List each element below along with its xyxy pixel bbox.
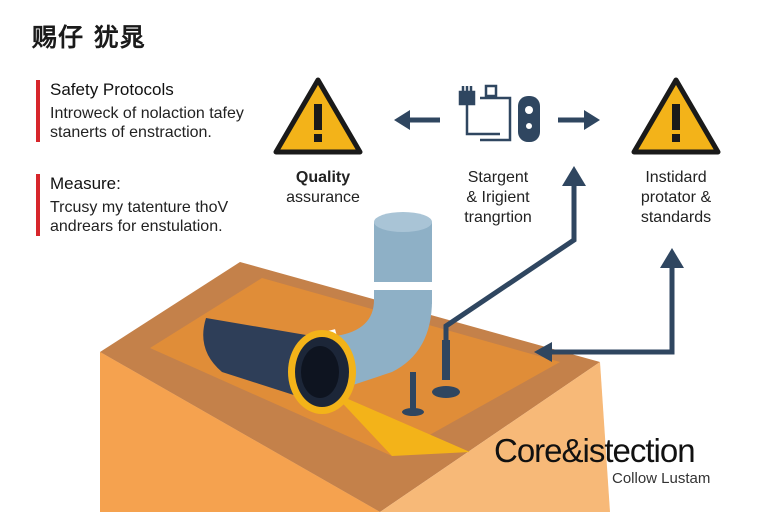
core-subtitle: Collow Lustam xyxy=(612,470,711,487)
foundation-box xyxy=(100,262,610,512)
usb-device-icon xyxy=(518,96,540,142)
node-line: standards xyxy=(640,209,712,226)
flow-arrows xyxy=(404,117,675,355)
node-line: protator & xyxy=(640,189,712,206)
node-line: Instidard xyxy=(645,169,707,186)
node-subtitle: assurance xyxy=(286,189,360,206)
node-line: & Irigient xyxy=(466,189,530,206)
ethernet-plug-icon xyxy=(458,86,500,136)
standards-node-label: Instidard protator & standards xyxy=(624,168,728,228)
section-body: Introweck of nolaction tafey stanerts of… xyxy=(50,105,244,141)
arrow-up-icon xyxy=(562,166,586,186)
node-title: Quality xyxy=(295,169,351,186)
arrow-left-icon xyxy=(534,342,552,362)
warning-triangle-icon xyxy=(631,77,721,155)
center-node-label: Stargent & Irigient trangrtion xyxy=(448,168,548,228)
arrow-up-center xyxy=(443,176,577,340)
warning-triangle-icon xyxy=(273,77,363,155)
section-body: Trcusy my tatenture thoV andrears for en… xyxy=(50,199,229,235)
arrow-left-icon xyxy=(394,110,410,130)
arrow-right-icon xyxy=(584,110,600,130)
page-title: 赐仔 犹晁 xyxy=(32,23,146,52)
core-title: Core&istection xyxy=(494,432,696,469)
section-heading: Measure: xyxy=(50,174,121,193)
sensor-probes xyxy=(402,340,460,416)
arrow-up-icon xyxy=(660,248,684,268)
quality-assurance-label: Quality assurance xyxy=(268,168,378,208)
node-line: Stargent xyxy=(467,169,529,186)
device-frame-icon xyxy=(480,84,512,142)
safety-protocols-section: Safety Protocols Introweck of nolaction … xyxy=(36,80,280,142)
measure-section: Measure: Trcusy my tatenture thoV andrea… xyxy=(36,174,280,236)
arrow-up-right xyxy=(546,262,675,355)
pipe xyxy=(203,212,432,414)
section-heading: Safety Protocols xyxy=(50,80,174,99)
node-line: trangrtion xyxy=(464,209,532,226)
